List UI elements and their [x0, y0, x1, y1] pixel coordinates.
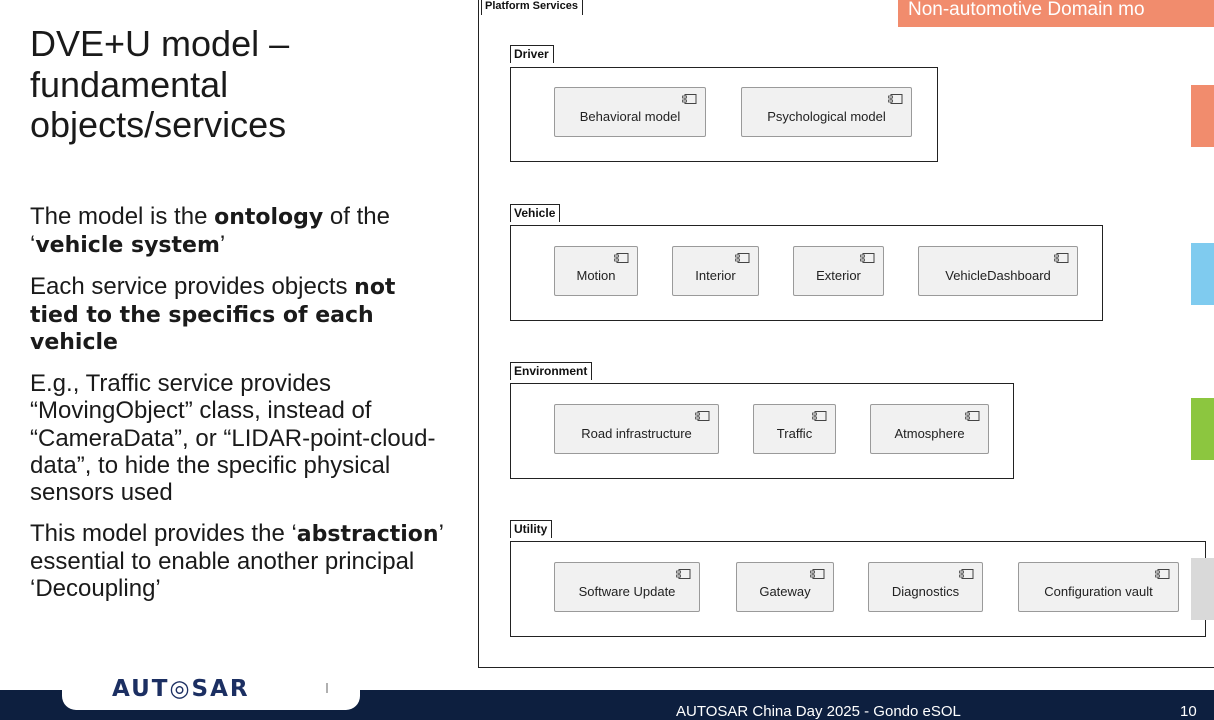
package-label-driver: Driver	[510, 45, 554, 63]
component-label: Gateway	[759, 584, 811, 599]
bullet-item: This model provides the ‘abstraction’ es…	[30, 519, 444, 602]
component-vehicle-dashboard[interactable]: VehicleDashboard	[918, 246, 1078, 296]
component-road-infrastructure[interactable]: Road infrastructure	[554, 404, 719, 454]
component-icon	[1155, 569, 1170, 579]
component-diagnostics[interactable]: Diagnostics	[868, 562, 983, 612]
platform-services-label: Platform Services	[481, 0, 583, 15]
bullet-emphasis: ontology	[214, 205, 324, 230]
bullet-item: E.g., Traffic service provides “MovingOb…	[30, 370, 436, 506]
package-label-utility: Utility	[510, 520, 553, 538]
autosar-logo: AUT◎SAR	[112, 676, 250, 702]
component-icon	[888, 94, 903, 104]
bullet-item: Each service provides objects not tied t…	[30, 272, 396, 356]
platform-services-frame: Platform Services	[478, 0, 1214, 668]
component-label: Atmosphere	[894, 426, 965, 441]
component-icon	[965, 411, 980, 421]
logo-tab	[62, 680, 360, 710]
component-icon	[682, 94, 697, 104]
component-icon	[810, 569, 825, 579]
footer-event-text: AUTOSAR China Day 2025 - Gondo eSOL	[676, 703, 961, 720]
swatch-blue	[1191, 243, 1214, 305]
component-icon	[695, 411, 710, 421]
component-behavioral-model[interactable]: Behavioral model	[554, 87, 706, 137]
non-automotive-domain-banner: Non-automotive Domain mo	[898, 0, 1214, 27]
component-exterior[interactable]: Exterior	[793, 246, 884, 296]
component-label: VehicleDashboard	[945, 268, 1051, 283]
component-icon	[1054, 253, 1069, 263]
component-label: Software Update	[578, 584, 676, 599]
component-icon	[614, 253, 629, 263]
component-psychological-model[interactable]: Psychological model	[741, 87, 912, 137]
bullet-emphasis: abstraction	[296, 521, 439, 547]
component-configuration-vault[interactable]: Configuration vault	[1018, 562, 1179, 612]
component-label: Diagnostics	[891, 584, 960, 599]
component-label: Motion	[576, 268, 616, 283]
component-atmosphere[interactable]: Atmosphere	[870, 404, 989, 454]
logo-mark	[326, 683, 328, 693]
component-label: Configuration vault	[1044, 584, 1153, 599]
component-software-update[interactable]: Software Update	[554, 562, 700, 612]
component-label: Traffic	[776, 426, 813, 441]
component-motion[interactable]: Motion	[554, 246, 638, 296]
component-label: Road infrastructure	[581, 426, 692, 441]
package-label-vehicle: Vehicle	[510, 204, 561, 222]
component-icon	[735, 253, 750, 263]
component-label: Interior	[695, 268, 736, 283]
bullet-emphasis: not tied to the specifics of each vehicl…	[30, 274, 396, 356]
component-icon	[812, 411, 827, 421]
component-label: Exterior	[816, 268, 861, 283]
package-label-environment: Environment	[510, 362, 593, 380]
component-label: Behavioral model	[579, 109, 681, 124]
swatch-gray	[1191, 558, 1214, 620]
component-label: Psychological model	[767, 109, 886, 124]
swatch-green	[1191, 398, 1214, 460]
component-icon	[860, 253, 875, 263]
component-icon	[959, 569, 974, 579]
slide-title: DVE+U model – fundamental objects/servic…	[30, 23, 290, 146]
page-number: 10	[1180, 703, 1197, 720]
bullet-list: The model is the ontology of the ‘vehicl…	[30, 203, 450, 616]
component-icon	[676, 569, 691, 579]
component-traffic[interactable]: Traffic	[753, 404, 836, 454]
component-gateway[interactable]: Gateway	[736, 562, 834, 612]
component-interior[interactable]: Interior	[672, 246, 759, 296]
swatch-orange	[1191, 85, 1214, 147]
bullet-emphasis: vehicle system	[35, 232, 220, 258]
bullet-item: The model is the ontology of the ‘vehicl…	[30, 203, 390, 258]
